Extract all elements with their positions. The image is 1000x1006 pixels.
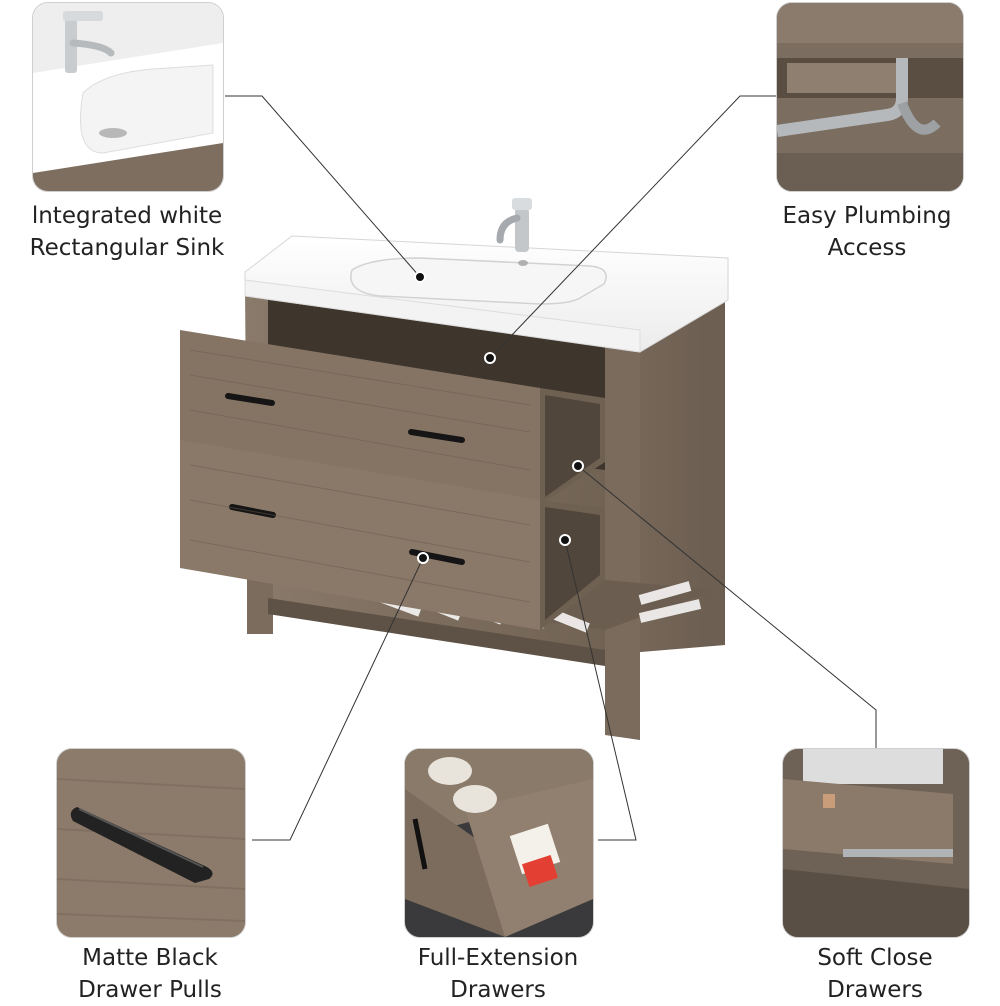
sink-caption: lntegrated white Rectangular Sink xyxy=(12,200,242,264)
softclose-caption-line1: Soft Close xyxy=(817,945,933,971)
softclose-caption: Soft Close Drawers xyxy=(760,942,990,1006)
sink-caption-line1: lntegrated white xyxy=(31,203,223,229)
full-extension-drawers-thumbnail xyxy=(404,748,594,938)
drawer-pulls-detail-thumbnail xyxy=(56,748,246,938)
pulls-caption: Matte Black Drawer Pulls xyxy=(35,942,265,1006)
pulls-caption-line2: Drawer Pulls xyxy=(78,977,222,1003)
plumbing-detail-thumbnail xyxy=(776,2,964,192)
drawers-caption: Full-Extension Drawers xyxy=(383,942,613,1006)
plumbing-caption: Easy Plumbing Access xyxy=(752,200,982,264)
plumbing-caption-line2: Access xyxy=(827,235,907,261)
sink-caption-line2: Rectangular Sink xyxy=(29,235,225,261)
pulls-caption-line1: Matte Black xyxy=(82,945,218,971)
drawers-caption-line1: Full-Extension xyxy=(417,945,579,971)
drawers-caption-line2: Drawers xyxy=(450,977,546,1003)
plumbing-caption-line1: Easy Plumbing xyxy=(782,203,952,229)
sink-detail-thumbnail xyxy=(32,2,224,192)
soft-close-drawers-thumbnail xyxy=(782,748,970,938)
softclose-caption-line2: Drawers xyxy=(827,977,923,1003)
